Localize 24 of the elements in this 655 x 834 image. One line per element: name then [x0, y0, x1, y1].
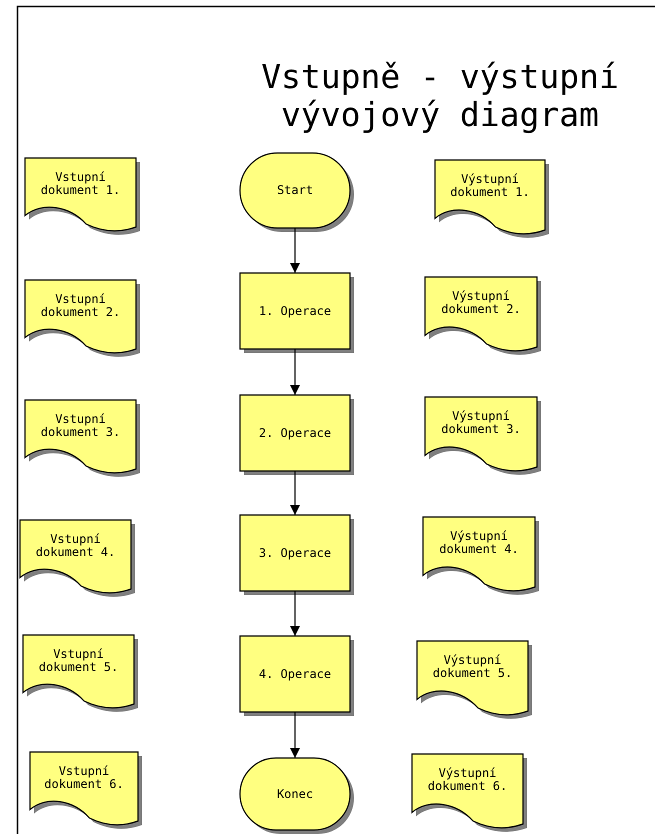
- node-label: Start: [276, 182, 314, 199]
- node-label: Výstupní dokument 3.: [440, 410, 522, 436]
- node-label: Výstupní dokument 4.: [438, 530, 520, 556]
- arrow: [290, 471, 300, 515]
- node-label: Vstupní dokument 2.: [40, 292, 122, 319]
- node-label: Vstupní dokument 5.: [38, 648, 120, 674]
- node-label: Vstupní dokument 3.: [40, 412, 122, 439]
- node-label: 4. Operace: [258, 666, 332, 682]
- node-label: Výstupní dokument 6.: [426, 767, 508, 794]
- arrow: [290, 349, 300, 395]
- node-label: Výstupní dokument 1.: [449, 173, 531, 200]
- node-label: Výstupní dokument 5.: [432, 654, 514, 680]
- arrow: [290, 712, 300, 758]
- node-label: Vstupní dokument 1.: [40, 170, 122, 197]
- node-label: Vstupní dokument 6.: [43, 764, 125, 791]
- node-label: Konec: [276, 786, 314, 802]
- node-label: Výstupní dokument 2.: [440, 290, 522, 316]
- node-label: Vstupní dokument 4.: [34, 532, 116, 559]
- node-label: 2. Operace: [258, 424, 332, 442]
- arrow: [290, 591, 300, 636]
- node-label: 3. Operace: [258, 544, 332, 562]
- arrow: [290, 228, 300, 273]
- diagram-title: Vstupně - výstupní vývojový diagram: [260, 58, 620, 134]
- node-label: 1. Operace: [258, 302, 332, 320]
